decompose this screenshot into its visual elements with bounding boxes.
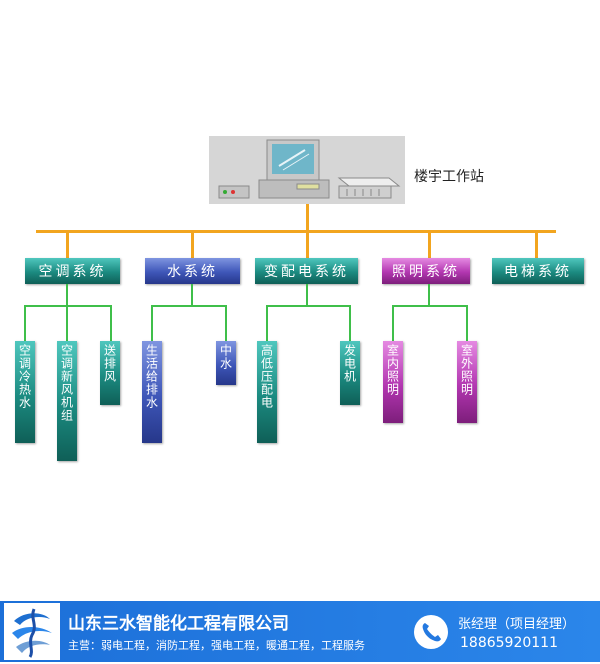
connector bbox=[266, 305, 351, 307]
leaf-light-indoor: 室内照明 bbox=[383, 341, 403, 423]
leaf-ac-chilled-water: 空调冷热水 bbox=[15, 341, 35, 443]
system-bus bbox=[36, 230, 556, 233]
connector bbox=[151, 305, 153, 341]
connector bbox=[151, 305, 227, 307]
category-power: 变配电系统 bbox=[255, 258, 358, 284]
connector bbox=[191, 284, 193, 306]
category-ac: 空调系统 bbox=[25, 258, 120, 284]
business-scope: 主营：弱电工程，消防工程，强电工程，暖通工程，工程服务 bbox=[68, 639, 365, 652]
leaf-ac-fresh-air: 空调新风机组 bbox=[57, 341, 77, 461]
bus-drop-ac bbox=[66, 232, 69, 258]
computer-icon bbox=[218, 139, 401, 199]
connector bbox=[225, 305, 227, 341]
connector bbox=[466, 305, 468, 341]
workstation-connector bbox=[306, 204, 309, 232]
connector bbox=[24, 305, 26, 341]
company-logo bbox=[4, 603, 60, 660]
workstation-label: 楼宇工作站 bbox=[414, 169, 484, 185]
company-name: 山东三水智能化工程有限公司 bbox=[68, 614, 289, 634]
phone-icon bbox=[414, 615, 448, 649]
category-light: 照明系统 bbox=[382, 258, 470, 284]
category-lift: 电梯系统 bbox=[492, 258, 584, 284]
bus-drop-water bbox=[191, 232, 194, 258]
connector bbox=[392, 305, 394, 341]
bus-drop-lift bbox=[535, 232, 538, 258]
connector bbox=[66, 305, 68, 341]
contact-phone: 18865920111 bbox=[460, 635, 558, 651]
connector bbox=[266, 305, 268, 341]
connector bbox=[306, 284, 308, 306]
category-water: 水系统 bbox=[145, 258, 240, 284]
leaf-water-supply-drain: 生活给排水 bbox=[142, 341, 162, 443]
footer-banner: 山东三水智能化工程有限公司 主营：弱电工程，消防工程，强电工程，暖通工程，工程服… bbox=[0, 601, 600, 662]
connector bbox=[24, 305, 112, 307]
leaf-power-distribution: 高低压配电 bbox=[257, 341, 277, 443]
bus-drop-power bbox=[306, 232, 309, 258]
connector bbox=[349, 305, 351, 341]
bus-drop-light bbox=[428, 232, 431, 258]
connector bbox=[428, 284, 430, 306]
workstation-computer bbox=[209, 136, 405, 204]
leaf-power-generator: 发电机 bbox=[340, 341, 360, 405]
connector bbox=[110, 305, 112, 341]
connector bbox=[392, 305, 468, 307]
leaf-water-reclaimed: 中水 bbox=[216, 341, 236, 385]
leaf-ac-ventilation: 送排风 bbox=[100, 341, 120, 405]
connector bbox=[66, 284, 68, 306]
leaf-light-outdoor: 室外照明 bbox=[457, 341, 477, 423]
water-logo-icon bbox=[12, 608, 52, 658]
contact-name: 张经理（项目经理） bbox=[458, 617, 576, 632]
